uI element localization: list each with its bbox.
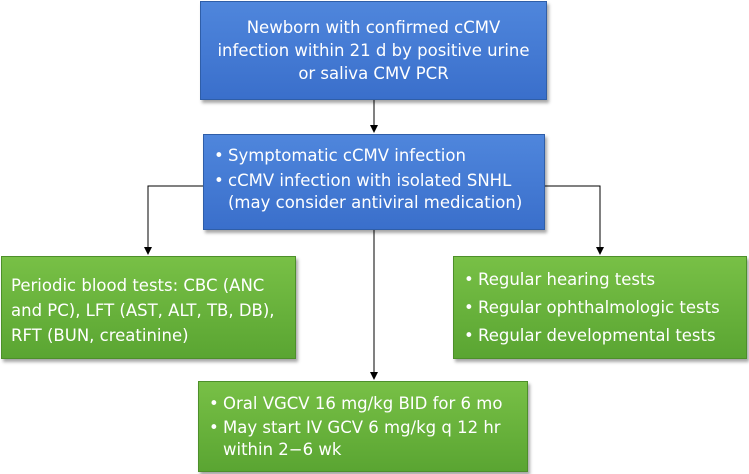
list-item: May start IV GCV 6 mg/kg q 12 hr within … <box>207 417 517 461</box>
box-confirmed-infection-text: Newborn with confirmed cCMV infection wi… <box>217 18 530 83</box>
blood-tests-text: Periodic blood tests: CBC (ANC and PC), … <box>11 276 275 345</box>
list-item: Regular developmental tests <box>462 322 740 350</box>
antiviral-regimen-list: Oral VGCV 16 mg/kg BID for 6 mo May star… <box>207 393 517 461</box>
list-item: Regular ophthalmologic tests <box>462 294 740 322</box>
box-regular-tests: Regular hearing tests Regular ophthalmol… <box>453 256 747 359</box>
box-blood-tests: Periodic blood tests: CBC (ANC and PC), … <box>1 256 296 359</box>
list-item: Symptomatic cCMV infection <box>212 145 536 167</box>
arrow-middle-to-right <box>545 185 604 255</box>
arrow-middle-to-left <box>144 185 203 255</box>
treatment-indication-list: Symptomatic cCMV infection cCMV infectio… <box>212 145 536 214</box>
list-item: cCMV infection with isolated SNHL (may c… <box>212 170 536 214</box>
list-item: Regular hearing tests <box>462 266 740 294</box>
box-treatment-indication: Symptomatic cCMV infection cCMV infectio… <box>203 134 545 230</box>
list-item: Oral VGCV 16 mg/kg BID for 6 mo <box>207 393 517 415</box>
box-confirmed-infection: Newborn with confirmed cCMV infection wi… <box>200 1 547 100</box>
regular-tests-list: Regular hearing tests Regular ophthalmol… <box>462 266 740 350</box>
box-antiviral-regimen: Oral VGCV 16 mg/kg BID for 6 mo May star… <box>198 381 528 472</box>
